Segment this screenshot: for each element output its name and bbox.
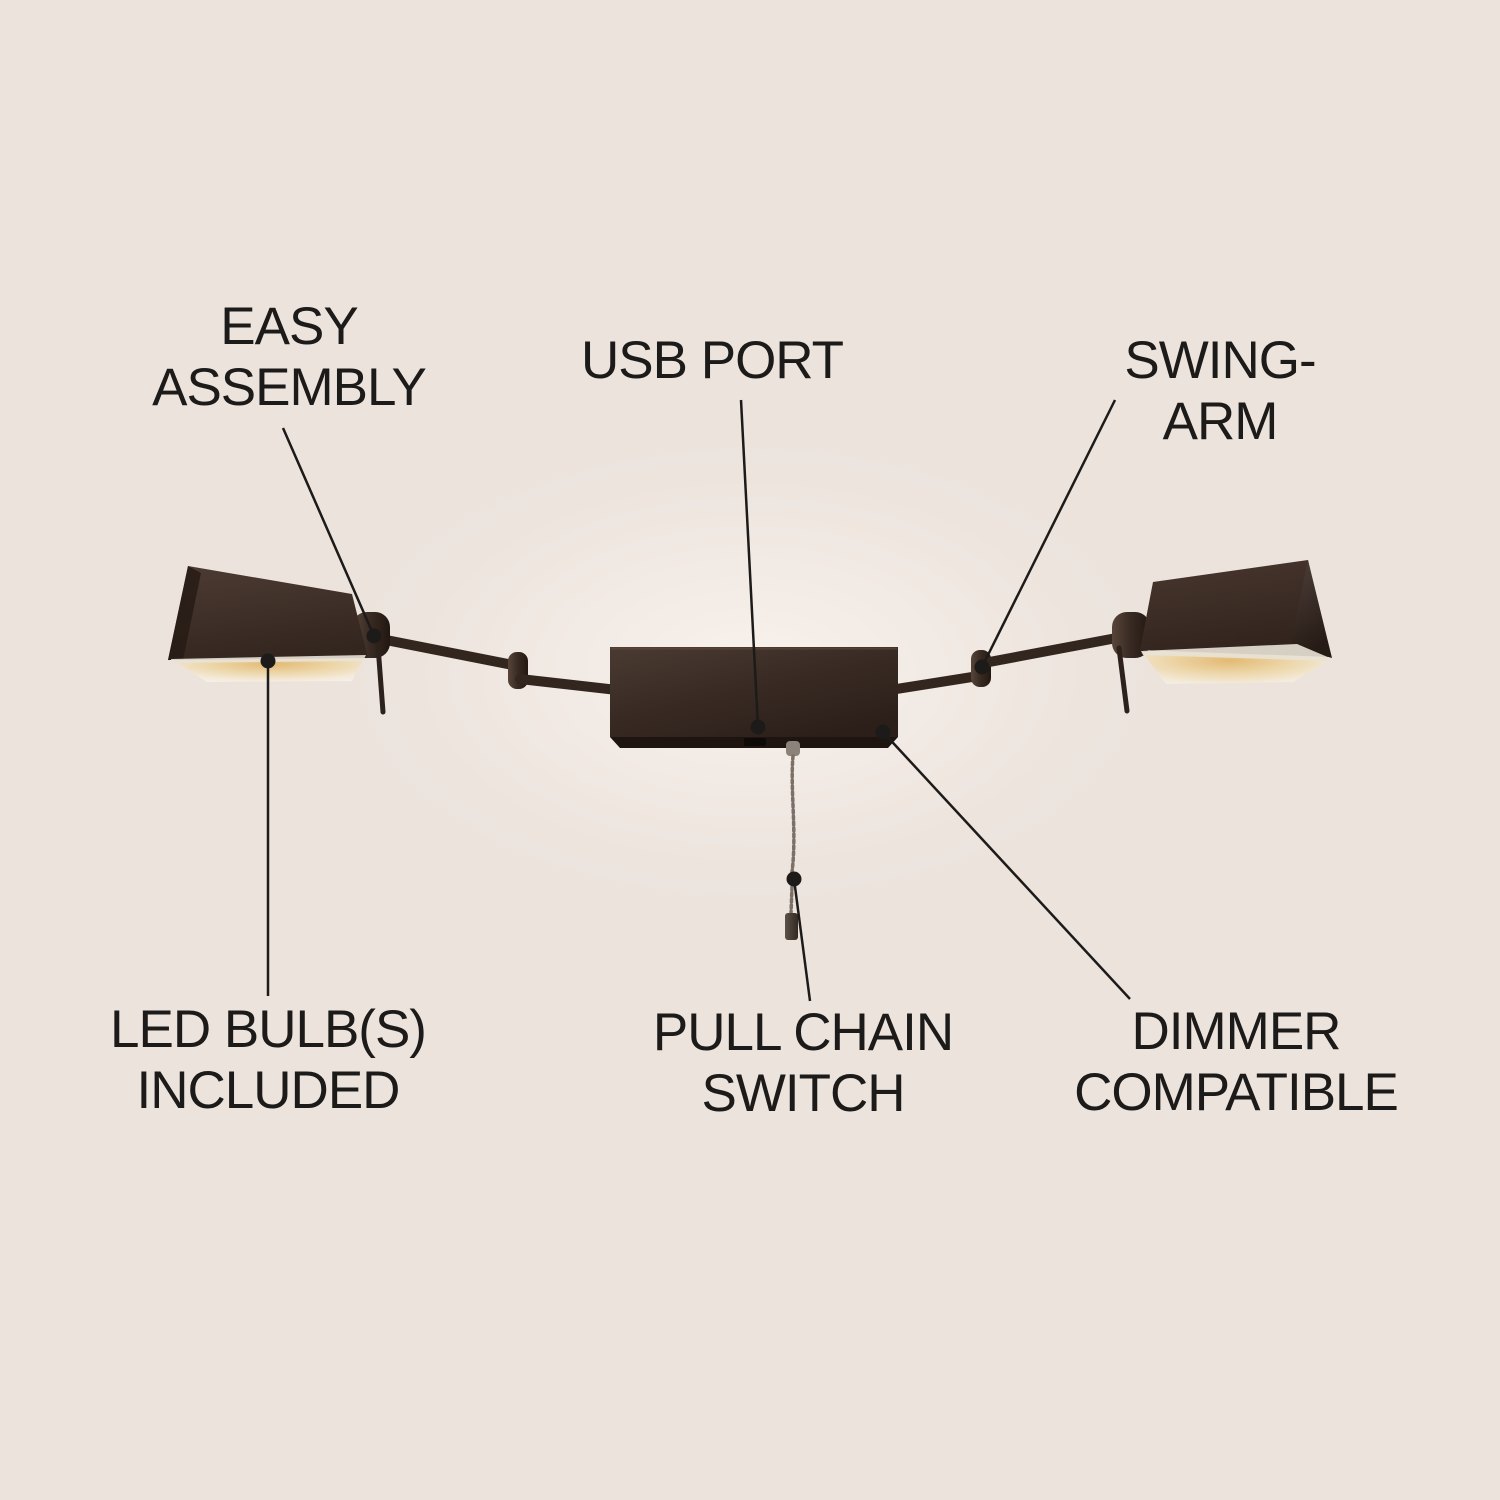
dot-usb-port xyxy=(750,719,766,735)
leader-lines xyxy=(266,399,1131,1002)
label-dimmer: DIMMER COMPATIBLE xyxy=(1074,1002,1399,1122)
dot-led-bulbs xyxy=(260,653,276,669)
left-adjust-rod xyxy=(375,643,386,715)
label-led-bulbs: LED BULB(S) INCLUDED xyxy=(110,1000,427,1120)
pull-chain xyxy=(785,741,800,940)
chain-connector xyxy=(786,741,800,756)
leader-swing-arm xyxy=(980,399,1117,668)
chain-beads-lower xyxy=(789,885,794,915)
leader-usb-port xyxy=(739,399,760,728)
leader-dimmer xyxy=(882,731,1131,1000)
right-shade xyxy=(1140,560,1330,657)
leader-easy-assembly xyxy=(281,427,376,637)
leader-pull-chain xyxy=(792,878,812,1002)
right-shade-knuckle xyxy=(1112,612,1150,658)
label-usb-port: USB PORT xyxy=(581,331,844,390)
label-pull-chain: PULL CHAIN SWITCH xyxy=(652,1003,954,1123)
right-adjust-rod xyxy=(1116,645,1130,714)
dot-pull-chain xyxy=(786,871,802,887)
left-lamp-head xyxy=(168,566,390,715)
right-lamp-head xyxy=(1112,560,1332,714)
dot-easy-assembly xyxy=(366,628,382,644)
label-swing-arm: SWING-ARM xyxy=(1124,331,1316,451)
chain-beads-upper xyxy=(790,754,796,874)
label-easy-assembly: EASY ASSEMBLY xyxy=(152,297,427,417)
dot-swing-arm xyxy=(974,659,990,675)
chain-pendant xyxy=(785,913,798,940)
dot-dimmer xyxy=(875,724,891,740)
left-shade xyxy=(168,566,368,660)
callout-dots xyxy=(260,628,990,887)
usb-port-slot xyxy=(744,738,766,746)
